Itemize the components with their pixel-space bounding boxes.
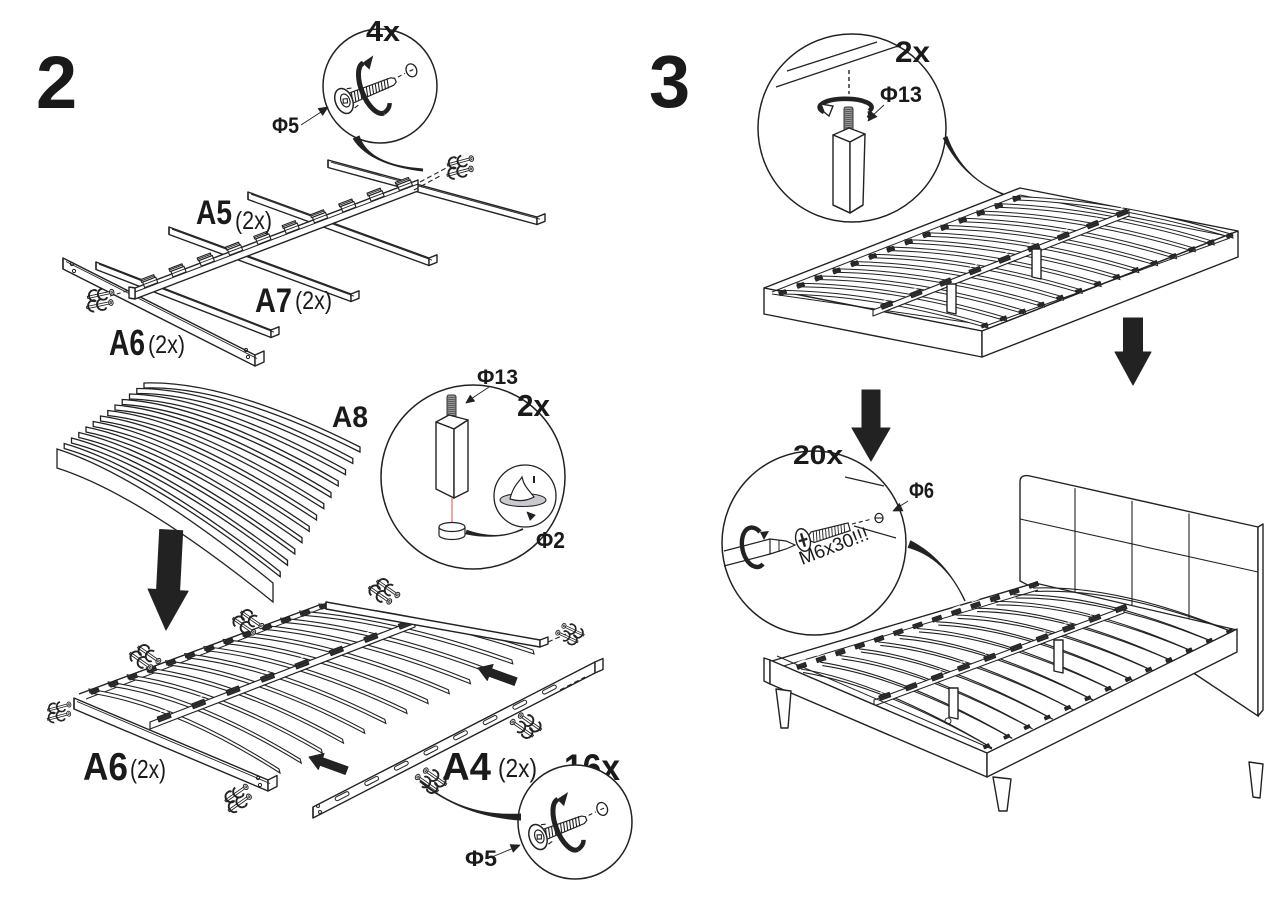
svg-text:Φ13: Φ13 — [880, 82, 922, 107]
svg-text:2x: 2x — [895, 36, 930, 69]
svg-text:20x: 20x — [793, 440, 843, 470]
svg-text:Φ5: Φ5 — [465, 846, 497, 871]
svg-text:A5: A5 — [196, 194, 232, 232]
svg-text:Φ6: Φ6 — [909, 478, 934, 503]
svg-text:2x: 2x — [517, 388, 551, 423]
svg-text:3: 3 — [649, 40, 690, 123]
svg-text:A8: A8 — [332, 401, 368, 434]
svg-text:Φ5: Φ5 — [272, 113, 299, 138]
svg-text:A6: A6 — [109, 322, 145, 363]
svg-text:(2x): (2x) — [130, 754, 166, 784]
svg-text:Φ2: Φ2 — [536, 527, 565, 553]
svg-text:(2x): (2x) — [295, 287, 332, 315]
svg-text:(2x): (2x) — [498, 753, 537, 783]
svg-text:(2x): (2x) — [235, 207, 272, 235]
svg-text:4x: 4x — [366, 16, 400, 48]
svg-text:Φ13: Φ13 — [477, 366, 518, 389]
svg-text:A4: A4 — [442, 746, 491, 789]
svg-text:(2x): (2x) — [148, 331, 185, 359]
svg-text:2: 2 — [36, 41, 77, 124]
svg-text:A7: A7 — [255, 282, 292, 320]
svg-text:A6: A6 — [83, 746, 128, 789]
